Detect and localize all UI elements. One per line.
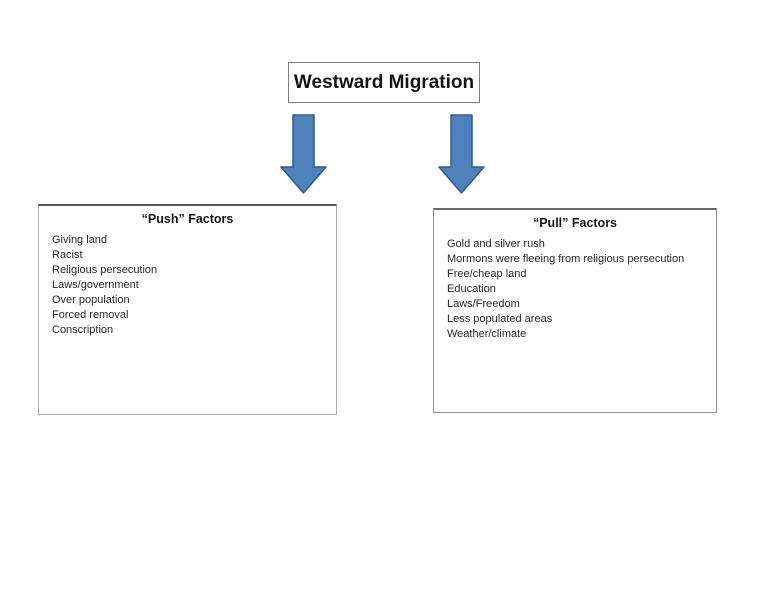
list-item: Mormons were fleeing from religious pers… <box>447 253 685 265</box>
list-item: Forced removal <box>52 309 129 321</box>
pull-factors-box: “Pull” Factors Gold and silver rush Morm… <box>433 208 717 413</box>
list-item: Weather/climate <box>447 328 527 340</box>
title-box: Westward Migration <box>288 62 480 103</box>
push-factors-header: “Push” Factors <box>141 212 234 226</box>
list-item: Laws/Freedom <box>447 298 520 310</box>
down-arrow-icon <box>438 114 485 195</box>
list-item: Less populated areas <box>447 313 553 325</box>
push-factors-list: Giving land Racist Religious persecution… <box>39 233 336 338</box>
list-item: Gold and silver rush <box>447 238 545 250</box>
list-item: Racist <box>52 249 83 261</box>
list-item: Religious persecution <box>52 264 158 276</box>
list-item: Laws/government <box>52 279 139 291</box>
list-item: Giving land <box>52 234 108 246</box>
list-item: Education <box>447 283 496 295</box>
push-factors-box: “Push” Factors Giving land Racist Religi… <box>38 204 337 415</box>
list-item: Conscription <box>52 324 114 336</box>
list-item: Over population <box>52 294 130 306</box>
pull-factors-header: “Pull” Factors <box>532 216 618 230</box>
diagram-title: Westward Migration <box>293 71 475 93</box>
pull-factors-list: Gold and silver rush Mormons were fleein… <box>434 237 716 342</box>
list-item: Free/cheap land <box>447 268 527 280</box>
down-arrow-icon <box>280 114 327 195</box>
